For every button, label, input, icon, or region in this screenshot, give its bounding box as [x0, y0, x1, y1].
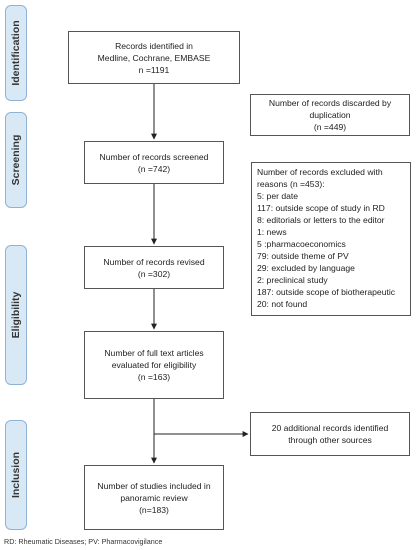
records-excluded-line: 29: excluded by language — [257, 263, 355, 273]
discarded-duplication-line: duplication — [309, 110, 351, 120]
records-excluded-line: 5 :pharmacoeconomics — [257, 239, 346, 249]
full-text-line: Number of full text articles — [104, 348, 204, 358]
stage-screening-label: Screening — [10, 134, 22, 186]
records-excluded-line: 2: preclinical study — [257, 275, 328, 285]
discarded-duplication-line: (n =449) — [313, 122, 347, 132]
additional-records-line: 20 additional records identified — [271, 423, 389, 433]
records-excluded-line: 187: outside scope of biotherapeutic — [257, 287, 396, 297]
records-excluded-box: Number of records excluded with reasons … — [251, 162, 411, 316]
additional-records-line: through other sources — [288, 435, 372, 445]
records-excluded-line: 8: editorials or letters to the editor — [257, 215, 385, 225]
stage-eligibility-label: Eligibility — [10, 291, 22, 339]
records-excluded-line: 117: outside scope of study in RD — [257, 203, 385, 213]
discarded-duplication-box: Number of records discarded by duplicati… — [250, 94, 410, 136]
records-excluded-line: reasons (n =453): — [257, 179, 325, 189]
records-excluded-line: Number of records excluded with — [257, 167, 383, 177]
records-identified-box: Records identified in Medline, Cochrane,… — [68, 31, 240, 84]
footnote: RD: Rheumatic Diseases; PV: Pharmacovigi… — [4, 537, 163, 546]
full-text-box: Number of full text articles evaluated f… — [84, 331, 224, 399]
records-excluded-line: 1: news — [257, 227, 287, 237]
records-identified-line: n =1191 — [138, 64, 170, 75]
records-revised-box: Number of records revised (n =302) — [84, 246, 224, 289]
stage-inclusion: Inclusion — [5, 420, 27, 530]
studies-included-line: panoramic review — [120, 492, 188, 503]
records-excluded-line: 5: per date — [257, 191, 299, 201]
records-screened-box: Number of records screened (n =742) — [84, 141, 224, 184]
records-excluded-line: 20: not found — [257, 299, 308, 309]
records-screened-line: Number of records screened — [99, 151, 209, 162]
records-revised-line: (n =302) — [137, 268, 171, 279]
stage-eligibility: Eligibility — [5, 245, 27, 385]
discarded-duplication-line: Number of records discarded by — [268, 98, 392, 108]
full-text-line: evaluated for eligibility — [111, 360, 197, 370]
records-revised-line: Number of records revised — [103, 256, 205, 267]
additional-records-box: 20 additional records identified through… — [250, 412, 410, 456]
stage-identification-label: Identification — [10, 20, 22, 86]
records-excluded-line: 79: outside theme of PV — [257, 251, 349, 261]
stage-inclusion-label: Inclusion — [10, 451, 22, 499]
studies-included-box: Number of studies included in panoramic … — [84, 465, 224, 530]
studies-included-line: Number of studies included in — [97, 480, 211, 491]
studies-included-line: (n=183) — [139, 504, 169, 515]
records-screened-line: (n =742) — [137, 163, 171, 174]
records-identified-line: Records identified in — [115, 40, 193, 51]
records-identified-line: Medline, Cochrane, EMBASE — [97, 52, 211, 63]
full-text-line: (n =163) — [137, 372, 171, 382]
stage-identification: Identification — [5, 5, 27, 101]
stage-screening: Screening — [5, 112, 27, 208]
